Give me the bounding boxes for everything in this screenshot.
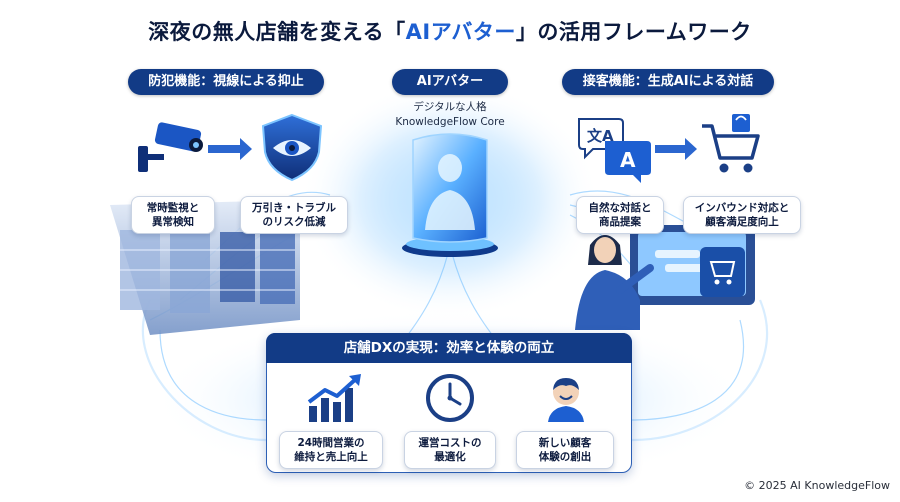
happy-customer-icon bbox=[548, 378, 584, 422]
dx-card-experience: 新しい顧客 体験の創出 bbox=[516, 431, 614, 469]
card-line: 体験の創出 bbox=[538, 451, 592, 463]
dx-card-cost: 運営コストの 最適化 bbox=[404, 431, 496, 469]
hologram-person-icon bbox=[425, 154, 475, 230]
card-line: 運営コストの bbox=[418, 437, 482, 449]
arrow-right-icon bbox=[655, 138, 697, 160]
security-header: 防犯機能：視線による抑止 bbox=[128, 69, 324, 95]
card-line: 24時間営業の bbox=[297, 437, 365, 449]
avatar-subtitle-line1: デジタルな人格 bbox=[413, 101, 487, 113]
card-line: 商品提案 bbox=[599, 216, 641, 228]
shopping-cart-icon bbox=[702, 114, 760, 173]
avatar-header: AIアバター bbox=[392, 69, 508, 95]
security-card-risk: 万引き・トラブル のリスク低減 bbox=[240, 196, 348, 234]
kiosk-illustration bbox=[630, 225, 755, 305]
svg-text:文A: 文A bbox=[587, 127, 614, 145]
dx-header: 店舗DXの実現：効率と体験の両立 bbox=[266, 333, 632, 363]
shield-eye-icon bbox=[261, 113, 323, 182]
card-line: 維持と売上向上 bbox=[294, 451, 368, 463]
card-line: 万引き・トラブル bbox=[252, 202, 336, 214]
dx-card-24h: 24時間営業の 維持と売上向上 bbox=[279, 431, 383, 469]
arrow-right-icon bbox=[208, 138, 252, 160]
card-line: 最適化 bbox=[434, 451, 466, 463]
avatar-subtitle: デジタルな人格 KnowledgeFlow Core bbox=[380, 100, 520, 130]
card-line: インバウンド対応と bbox=[694, 202, 790, 214]
clock-icon bbox=[426, 374, 474, 422]
service-header: 接客機能：生成AIによる対話 bbox=[562, 69, 774, 95]
security-card-monitoring: 常時監視と 異常検知 bbox=[131, 196, 215, 234]
customer-woman-illustration bbox=[575, 235, 654, 330]
growth-chart-icon bbox=[307, 374, 361, 422]
security-camera-icon bbox=[138, 122, 203, 172]
card-line: 常時監視と bbox=[146, 202, 200, 214]
card-line: 顧客満足度向上 bbox=[705, 216, 779, 228]
copyright: © 2025 AI KnowledgeFlow bbox=[744, 479, 890, 492]
page-title: 深夜の無人店舗を変える「AIアバター」の活用フレームワーク bbox=[148, 20, 752, 44]
svg-text:A: A bbox=[620, 148, 636, 172]
title-accent: AIアバター bbox=[405, 20, 516, 44]
card-line: 自然な対話と bbox=[588, 202, 652, 214]
card-line: のリスク低減 bbox=[262, 216, 326, 228]
service-card-inbound: インバウンド対応と 顧客満足度向上 bbox=[683, 196, 801, 234]
card-line: 異常検知 bbox=[152, 216, 194, 228]
avatar-subtitle-line2: KnowledgeFlow Core bbox=[395, 116, 505, 128]
card-line: 新しい顧客 bbox=[538, 437, 592, 449]
service-card-dialogue: 自然な対話と 商品提案 bbox=[576, 196, 664, 234]
translation-chat-icon: 文A A bbox=[578, 118, 651, 183]
